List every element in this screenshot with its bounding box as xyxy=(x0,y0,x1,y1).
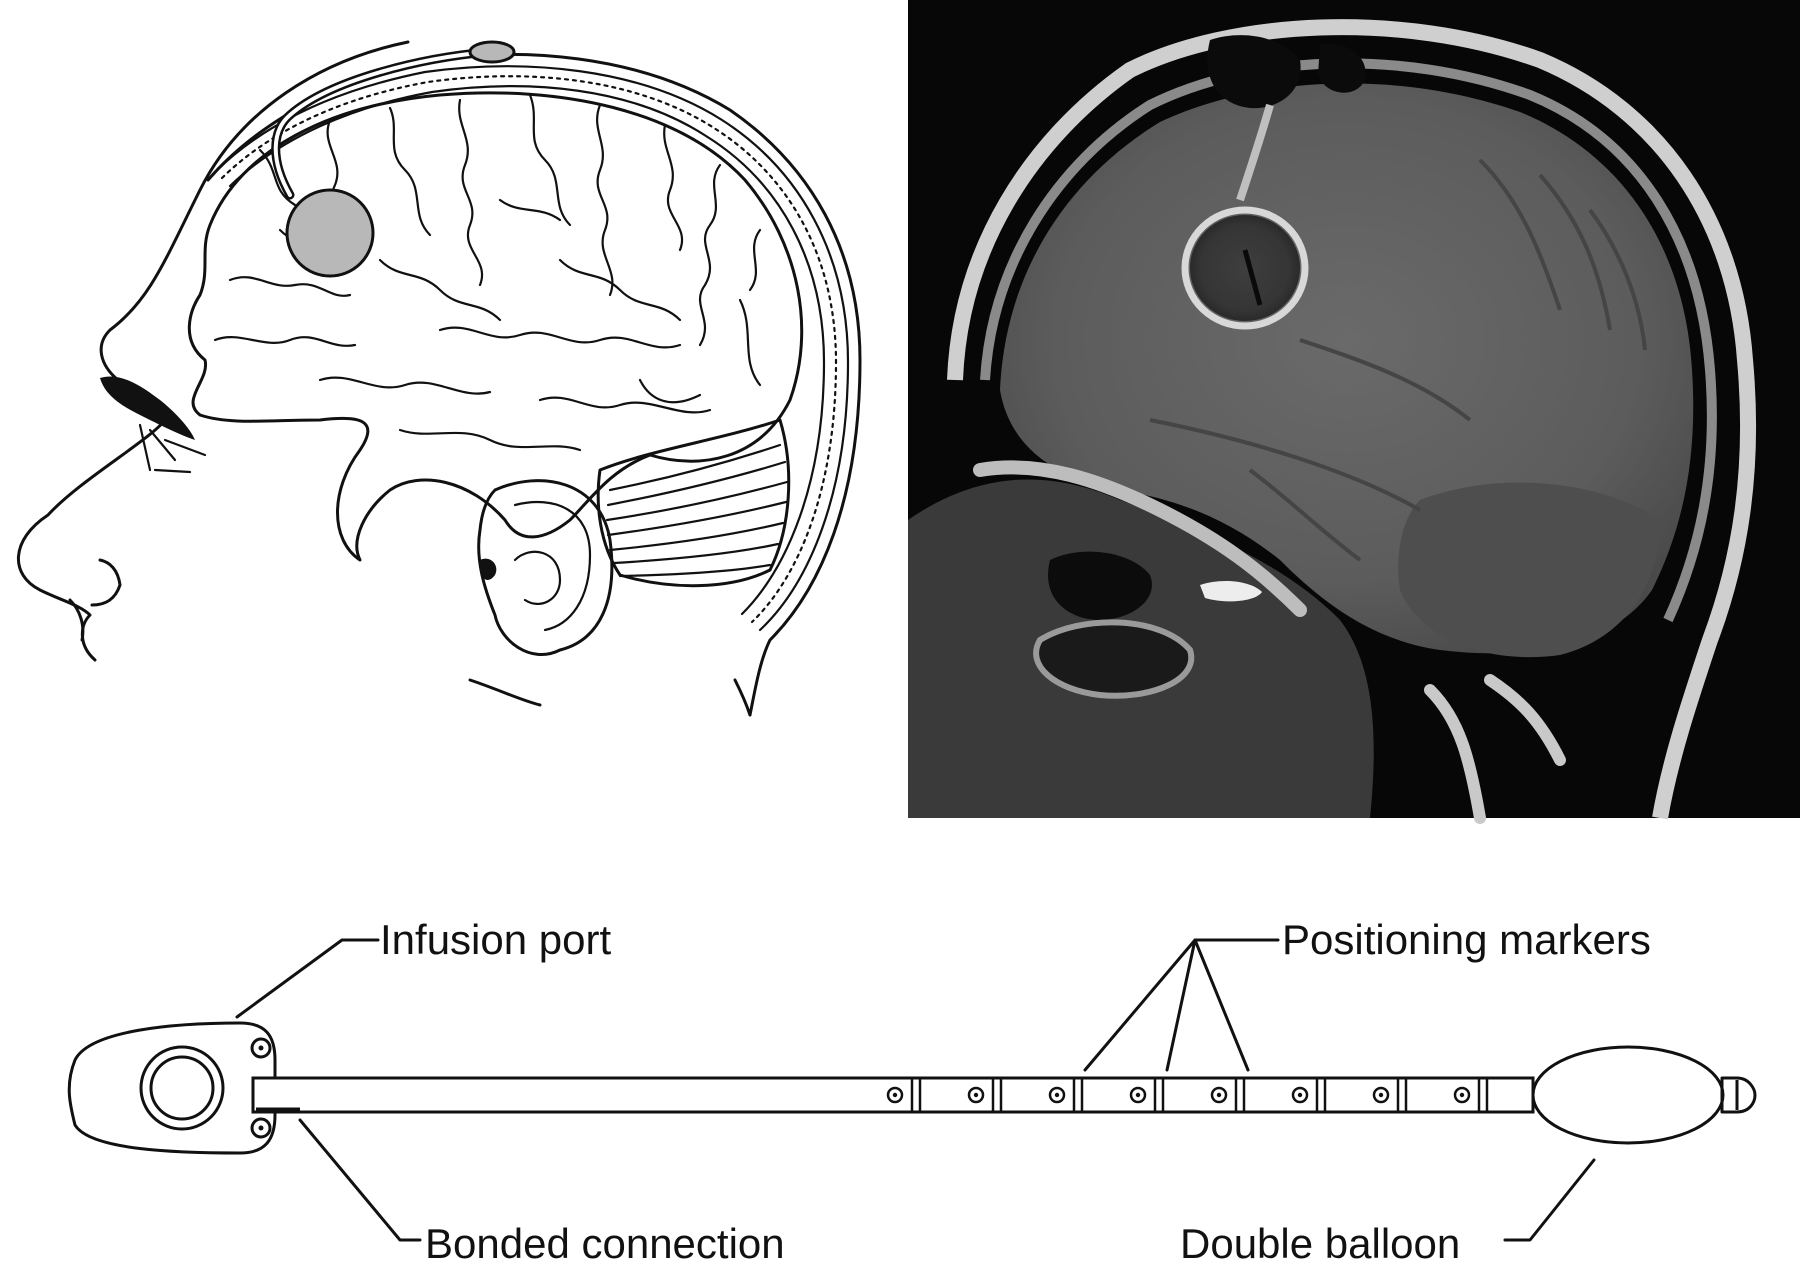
mri-cyst-rim xyxy=(1181,206,1309,330)
double-balloon xyxy=(1531,1045,1725,1145)
face-profile-outline xyxy=(16,40,410,662)
marker-dot xyxy=(973,1092,979,1098)
mri-neck-bright xyxy=(1424,674,1566,824)
positioning-marker xyxy=(1210,1078,1246,1112)
marker-dot xyxy=(1459,1092,1465,1098)
infusion-port-leader xyxy=(235,938,380,1019)
dura-line xyxy=(228,85,826,616)
nostril xyxy=(90,558,122,607)
positioning-marker xyxy=(1372,1078,1408,1112)
chin-line xyxy=(68,598,85,642)
eye-lashes xyxy=(138,423,207,474)
mri-cerebellum xyxy=(1398,482,1660,658)
mri-bright-spot xyxy=(1200,580,1262,602)
ear xyxy=(477,479,614,657)
tumor xyxy=(285,188,375,278)
neck-back xyxy=(733,678,752,717)
double-balloon-label: Double balloon xyxy=(1180,1220,1460,1266)
mri-craniotomy xyxy=(1207,35,1301,109)
neck-front xyxy=(468,678,542,707)
ear-inner xyxy=(513,501,592,632)
positioning-marker xyxy=(1453,1078,1489,1112)
double-balloon-leader xyxy=(1503,1158,1596,1242)
mri-orbit xyxy=(1033,619,1195,699)
hub-rivet-bottom-dot xyxy=(258,1125,264,1131)
hub-port-inner xyxy=(149,1055,215,1121)
mri-skull-base-bright xyxy=(973,460,1307,617)
catheter-tube-inner xyxy=(273,50,490,197)
marker-dot xyxy=(1216,1092,1222,1098)
mri-gyri xyxy=(1149,158,1647,562)
positioning-marker xyxy=(1129,1078,1165,1112)
head-illustration xyxy=(16,40,862,717)
mri-burr-hole xyxy=(1318,44,1366,93)
mri-catheter-tract xyxy=(1236,103,1274,202)
cerebrum-outline xyxy=(187,91,804,562)
mri-scan xyxy=(908,0,1800,824)
hub-rivet-top-dot xyxy=(258,1045,264,1051)
positioning-marker xyxy=(967,1078,1003,1112)
marker-dot xyxy=(1378,1092,1384,1098)
positioning-markers-group xyxy=(886,1078,1489,1112)
marker-dot xyxy=(1135,1092,1141,1098)
mri-skull-inner xyxy=(980,58,1717,623)
balloon-tip xyxy=(1720,1076,1757,1114)
skull-outer xyxy=(213,65,850,632)
marker-dot xyxy=(1297,1092,1303,1098)
catheter-diagram: Infusion port Positioning markers Bonded… xyxy=(67,916,1757,1266)
infusion-port-reservoir xyxy=(468,40,516,64)
mri-sinus-dark xyxy=(1048,551,1152,620)
catheter-hub xyxy=(67,1021,277,1155)
eye-brow xyxy=(100,376,195,440)
positioning-marker xyxy=(886,1078,922,1112)
brain-sulci xyxy=(213,93,762,452)
mri-cyst xyxy=(1190,215,1300,321)
marker-dot xyxy=(1054,1092,1060,1098)
positioning-marker xyxy=(1291,1078,1327,1112)
positioning-markers-leader xyxy=(1083,938,1280,1072)
scalp-outline xyxy=(206,53,862,717)
infusion-port-label: Infusion port xyxy=(380,916,611,963)
cerebellum xyxy=(596,418,791,588)
bonded-connection-leader xyxy=(298,1118,422,1242)
marker-dot xyxy=(892,1092,898,1098)
bonded-connection-label: Bonded connection xyxy=(425,1220,785,1266)
skull-inner xyxy=(220,75,838,624)
mri-cyst-catheter xyxy=(1242,249,1263,306)
positioning-markers-label: Positioning markers xyxy=(1282,916,1651,963)
cerebellum-folia xyxy=(605,443,789,578)
positioning-marker xyxy=(1048,1078,1084,1112)
ear-canal xyxy=(479,558,497,580)
mri-scalp xyxy=(947,19,1757,820)
